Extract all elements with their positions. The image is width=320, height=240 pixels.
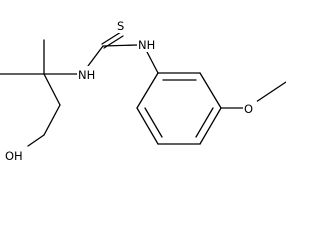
- bond-nh-aryl: [145, 49, 159, 74]
- bond-c-nh-right: [102, 44, 138, 47]
- bond-chain-2: [43, 104, 61, 136]
- sulfur-atom-label: S: [117, 19, 124, 33]
- nh-left-atom-label: NH: [78, 68, 95, 82]
- methoxy-oxygen-atom-label: O: [244, 102, 253, 116]
- bond-chain-oh: [27, 134, 45, 147]
- nh-right-atom-label: NH: [138, 38, 155, 52]
- bond-chain-1: [43, 73, 61, 106]
- ring-inner-double-left: [144, 107, 163, 138]
- bond-c-nh-left: [87, 45, 104, 67]
- ring-bond-3: [199, 107, 222, 145]
- bond-o-methyl: [255, 81, 286, 103]
- ring-inner-double-right: [195, 107, 214, 138]
- atom-label-layer: S NH NH O OH: [4, 17, 257, 163]
- ring-bond-2: [199, 72, 222, 109]
- bond-layer: [0, 31, 286, 147]
- ring-bond-6: [136, 72, 159, 109]
- bond-c-s-double-a: [101, 31, 122, 45]
- hydroxyl-group-label: OH: [5, 149, 23, 163]
- ring-bond-5: [136, 107, 159, 145]
- chemical-structure-diagram: S NH NH O OH: [0, 17, 286, 163]
